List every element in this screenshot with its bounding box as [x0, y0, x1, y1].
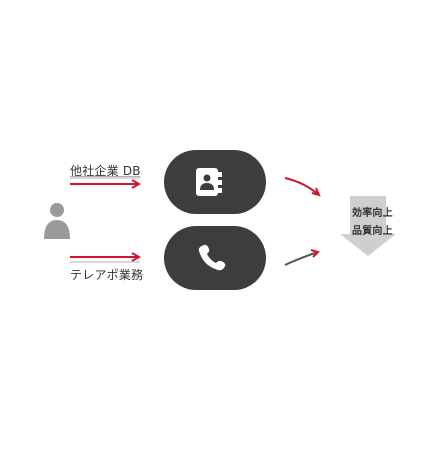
phone-pill — [164, 226, 266, 290]
competitor-db-label: 他社企業 DB — [70, 164, 141, 178]
arrow-teleapo-to-phone — [70, 252, 142, 262]
teleapo-label: テレアポ業務 — [70, 268, 144, 282]
arrow-db-to-contacts — [70, 179, 142, 189]
contacts-pill — [164, 150, 266, 214]
person-icon — [44, 203, 70, 239]
down-arrow-icon — [340, 196, 396, 256]
arrow-phone-to-quality — [284, 249, 320, 266]
phone-icon — [198, 244, 226, 271]
efficiency-up-label: 効率向上 — [352, 208, 393, 219]
quality-up-label: 品質向上 — [352, 226, 393, 237]
arrow-contacts-to-efficiency — [284, 177, 321, 197]
address-book-icon — [196, 168, 222, 196]
